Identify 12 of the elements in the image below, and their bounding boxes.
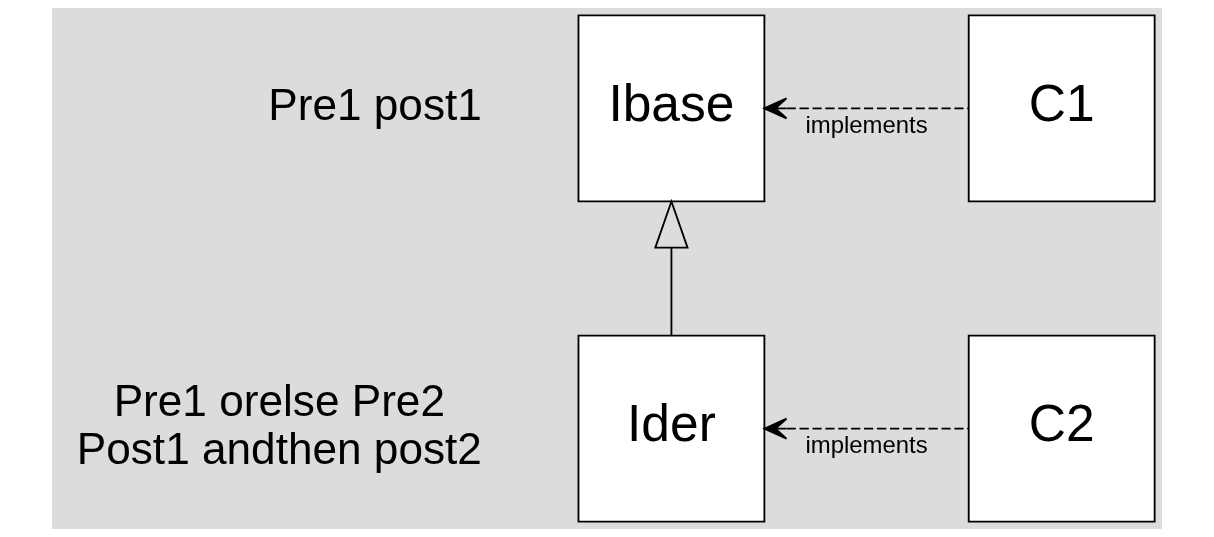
node-box: Ibase: [577, 14, 766, 203]
edge-label: implements: [805, 431, 928, 459]
node-label: Post1 andthen post2: [76, 423, 482, 473]
edge-label: implements: [805, 111, 928, 139]
node-label: Pre1 post1: [268, 79, 482, 129]
node-box: C2: [967, 334, 1156, 523]
arrow: [763, 97, 969, 120]
node-box: C1: [967, 14, 1156, 203]
arrow: [763, 417, 969, 440]
node-box: Ider: [577, 334, 766, 523]
arrow: [654, 198, 689, 337]
node-label: Pre1 orelse Pre2: [113, 376, 446, 426]
